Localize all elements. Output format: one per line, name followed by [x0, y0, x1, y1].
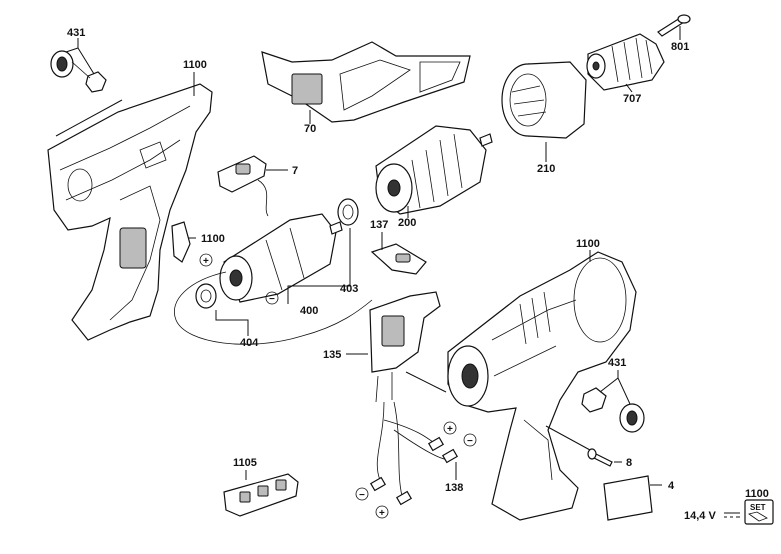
label-210: 210 — [537, 163, 555, 175]
sign-minus-t1: − — [467, 436, 473, 447]
label-200: 200 — [398, 217, 416, 229]
part-7-switch — [217, 155, 269, 217]
guide-screw — [545, 425, 591, 451]
part-404-ring-wires — [174, 271, 373, 345]
label-404: 404 — [240, 337, 259, 349]
part-200-gearbox — [375, 125, 493, 215]
leader-431-right — [599, 370, 631, 405]
part-400-motor — [219, 213, 343, 303]
label-1105: 1105 — [233, 457, 257, 469]
housing-left-half — [47, 83, 213, 341]
plus-circle-motor — [199, 253, 213, 267]
part-70-case — [261, 41, 471, 123]
minus-circle-t2 — [355, 487, 369, 501]
label-1100-top: 1100 — [183, 59, 207, 71]
part-801-screw — [657, 14, 691, 37]
minus-circle-motor — [265, 291, 279, 305]
plus-circle-t2 — [375, 505, 389, 519]
label-403: 403 — [340, 283, 358, 295]
wire-harness — [369, 401, 459, 506]
label-135: 135 — [323, 349, 341, 361]
leader-431-top — [65, 38, 95, 75]
leader-404 — [215, 310, 249, 336]
sign-minus-motor: − — [269, 294, 275, 305]
dc-symbol-icon — [724, 512, 740, 518]
part-210-clutch-ring — [501, 61, 587, 139]
set-badge-text: SET — [750, 503, 766, 512]
label-7: 7 — [292, 165, 298, 177]
sign-plus-t1: + — [447, 424, 453, 435]
plus-circle-t1 — [443, 421, 457, 435]
part-137-slide — [370, 243, 427, 275]
guide-switch — [405, 371, 447, 393]
label-431-right: 431 — [608, 357, 626, 369]
sign-plus-t2: + — [379, 508, 385, 519]
guide-housing — [55, 99, 123, 137]
label-801: 801 — [671, 41, 689, 53]
label-70: 70 — [304, 123, 316, 135]
sign-minus-t2: − — [359, 490, 365, 501]
part-431-cap-top — [50, 50, 107, 93]
part-8-screw — [587, 448, 613, 467]
part-403-ring — [337, 198, 359, 226]
label-707: 707 — [623, 93, 641, 105]
label-400: 400 — [300, 305, 318, 317]
part-707-chuck — [586, 33, 665, 91]
part-1105-contact-block — [223, 473, 299, 517]
part-135-switch — [369, 291, 441, 403]
label-4: 4 — [668, 480, 675, 492]
part-4-label-plate — [603, 475, 653, 521]
label-137: 137 — [370, 219, 388, 231]
part-431-right — [581, 387, 645, 433]
label-1100-set: 1100 — [745, 488, 769, 500]
leader-707 — [625, 83, 633, 93]
label-431-top: 431 — [67, 27, 85, 39]
label-1100-left: 1100 — [201, 233, 225, 245]
label-1100-right: 1100 — [576, 238, 600, 250]
part-1100-clip-left — [171, 221, 191, 263]
minus-circle-t1 — [463, 433, 477, 447]
sign-plus-motor: + — [203, 256, 209, 267]
drill-assembled-housing — [447, 251, 637, 521]
set-badge-icon: SET — [744, 499, 774, 525]
label-138: 138 — [445, 482, 463, 494]
voltage-label: 14,4 V — [684, 510, 716, 522]
label-8: 8 — [626, 457, 632, 469]
